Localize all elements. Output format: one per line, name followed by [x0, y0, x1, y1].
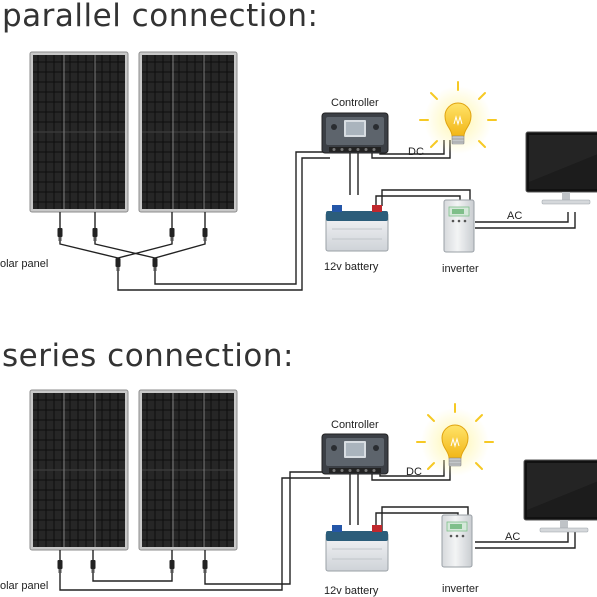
charge-controller [321, 433, 389, 475]
controller-label: Controller [331, 419, 379, 431]
section-title: parallel connection: [2, 0, 318, 34]
inverter-icon [441, 514, 473, 568]
controller-label: Controller [331, 97, 379, 109]
inverter-icon [443, 199, 475, 253]
solar-panel-label: olar panel [0, 258, 48, 270]
battery-label: 12v battery [324, 585, 379, 597]
ac-label: AC [507, 210, 522, 222]
solar-panel-2 [138, 51, 238, 213]
ac-label: AC [505, 531, 520, 543]
battery-icon [325, 524, 389, 572]
solar-panel-1 [29, 51, 129, 213]
inverter-label: inverter [442, 263, 479, 275]
dc-label: DC [406, 466, 422, 478]
dc-label: DC [408, 146, 424, 158]
charge-controller [321, 112, 389, 154]
solar-panel-2 [138, 389, 238, 551]
panel-wires [59, 140, 576, 291]
monitor-icon [523, 459, 597, 533]
solar-panel-label: olar panel [0, 580, 48, 592]
battery-label: 12v battery [324, 261, 379, 273]
solar-panel-1 [29, 389, 129, 551]
panel-wires [59, 460, 576, 591]
series-section: series connection: [0, 338, 597, 597]
section-title: series connection: [2, 338, 294, 374]
inverter-label: inverter [442, 583, 479, 595]
lightbulb-icon [416, 403, 494, 477]
monitor-icon [525, 131, 597, 205]
battery-icon [325, 204, 389, 252]
parallel-section: parallel connection: [0, 0, 597, 291]
lightbulb-icon [419, 81, 497, 155]
